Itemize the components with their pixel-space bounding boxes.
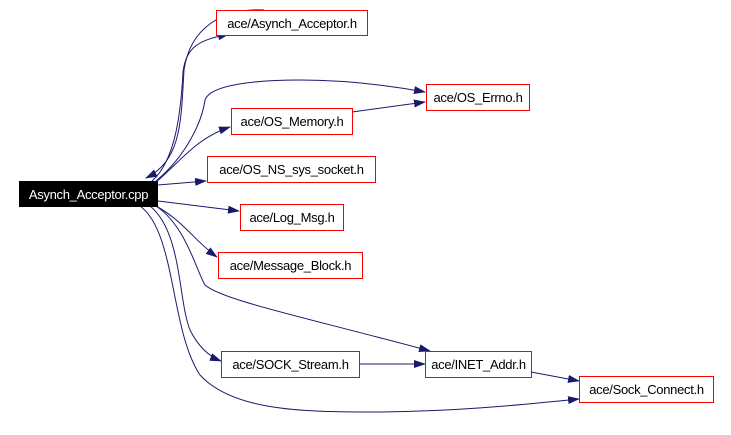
edge-inet-addr-h-sock-connect-h [530,371,580,383]
edge-cpp-os-memory-h [154,126,231,184]
node-asynch-acceptor-h[interactable]: ace/Asynch_Acceptor.h [216,10,368,36]
node-os-ns-sys-socket-h[interactable]: ace/OS_NS_sys_socket.h [207,156,376,183]
node-os-errno-h[interactable]: ace/OS_Errno.h [426,84,530,111]
edge-cpp-sock-stream-h [149,205,222,362]
node-asynch-acceptor-cpp[interactable]: Asynch_Acceptor.cpp [19,181,158,207]
node-sock-connect-h[interactable]: ace/Sock_Connect.h [579,376,714,403]
node-log-msg-h[interactable]: ace/Log_Msg.h [240,204,344,231]
edge-cpp-os-errno-h [155,79,426,182]
node-sock-stream-h[interactable]: ace/SOCK_Stream.h [221,351,360,378]
edge-cpp-log-msg-h [157,200,240,214]
edge-os-memory-h-os-errno-h [351,99,426,113]
node-os-memory-h[interactable]: ace/OS_Memory.h [231,108,353,135]
edge-cpp-os-ns-sys-socket-h [157,177,207,186]
node-message-block-h[interactable]: ace/Message_Block.h [218,252,363,279]
edge-cpp-sock-connect-h [139,205,580,413]
edge-cpp-inet-addr-h [155,205,431,353]
edge-cpp-message-block-h [155,205,218,258]
node-inet-addr-h[interactable]: ace/INET_Addr.h [425,351,532,378]
